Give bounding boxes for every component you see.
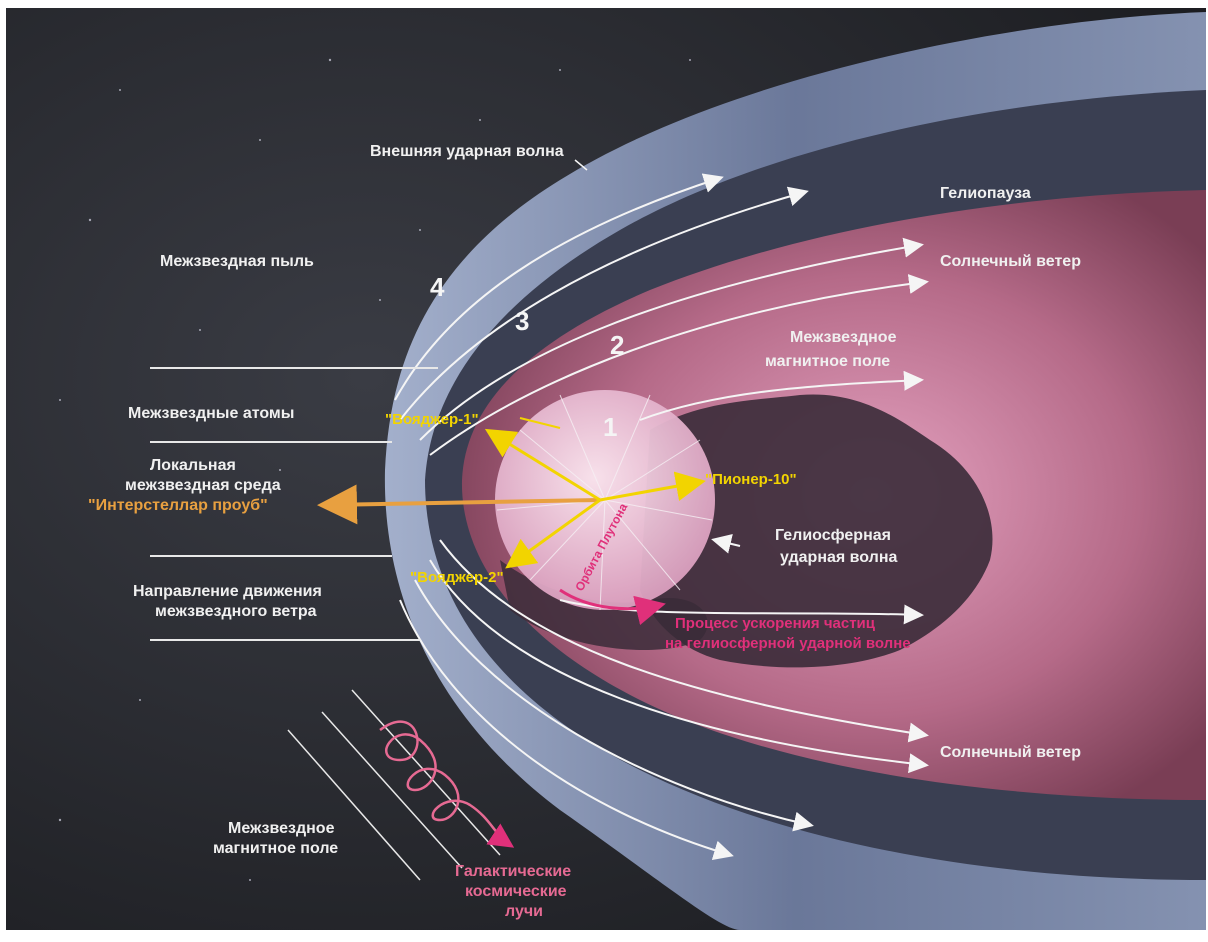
accel-label-1: Процесс ускорения частиц: [675, 615, 876, 632]
outer-shock-label: Внешняя ударная волна: [370, 143, 564, 160]
region-4-label: 4: [430, 272, 445, 302]
heliopause-label: Гелиопауза: [940, 185, 1031, 202]
atoms-label: Межзвездные атомы: [128, 405, 294, 422]
lism-label-2: межзвездная среда: [125, 477, 281, 494]
ism-field-bottom-label-1: Межзвездное: [228, 820, 335, 837]
ism-field-label-2: магнитное поле: [765, 353, 890, 370]
voyager2-label: "Вояджер-2": [410, 569, 504, 586]
gcr-label-3: лучи: [505, 903, 543, 920]
gcr-label-2: космические: [465, 883, 567, 900]
solar-wind-bottom-label: Солнечный ветер: [940, 744, 1081, 761]
dust-label: Межзвездная пыль: [160, 253, 314, 270]
pioneer10-label: "Пионер-10": [705, 471, 797, 488]
ism-field-bottom-label-2: магнитное поле: [213, 840, 338, 857]
region-2-label: 2: [610, 330, 624, 360]
solar-wind-top-label: Солнечный ветер: [940, 253, 1081, 270]
accel-label-2: на гелиосферной ударной волне: [665, 635, 911, 652]
gcr-label-1: Галактические: [455, 863, 571, 880]
voyager1-label: "Вояджер-1": [385, 411, 479, 428]
wind-dir-label-2: межзвездного ветра: [155, 603, 317, 620]
region-1-label: 1: [603, 412, 617, 442]
lism-label-1: Локальная: [150, 457, 236, 474]
region-3-label: 3: [515, 306, 529, 336]
helio-shock-label-2: ударная волна: [780, 549, 898, 566]
ism-field-label-1: Межзвездное: [790, 329, 897, 346]
wind-dir-label-1: Направление движения: [133, 583, 322, 600]
helio-shock-label-1: Гелиосферная: [775, 527, 891, 544]
probe-label: "Интерстеллар проуб": [88, 497, 268, 514]
